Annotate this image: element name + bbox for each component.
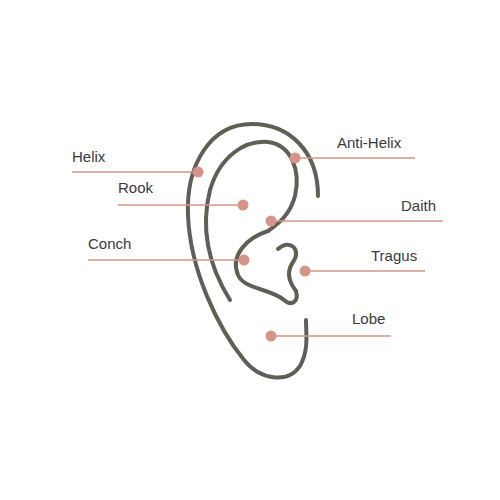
leader-line [72, 171, 198, 173]
leader-line [271, 220, 443, 222]
part-label: Helix [72, 148, 105, 166]
piercing-dot [239, 255, 250, 266]
piercing-dot [266, 216, 277, 227]
part-label: Daith [401, 197, 436, 215]
part-label: Conch [88, 235, 131, 253]
ear-outer-contour [188, 124, 318, 377]
leader-line [271, 335, 391, 337]
part-label: Tragus [371, 247, 417, 265]
piercing-dot [193, 167, 204, 178]
piercing-dot [238, 200, 249, 211]
piercing-dot [300, 266, 311, 277]
ear-tragus-contour [278, 245, 296, 291]
piercing-dot [266, 331, 277, 342]
leader-line [118, 204, 243, 206]
part-label: Rook [118, 179, 153, 197]
leader-line [88, 259, 244, 261]
piercing-dot [290, 153, 301, 164]
leader-line [295, 157, 415, 159]
leader-line [305, 270, 425, 272]
ear-conch-contour [236, 231, 297, 303]
part-label: Anti-Helix [337, 134, 401, 152]
part-label: Lobe [352, 310, 385, 328]
